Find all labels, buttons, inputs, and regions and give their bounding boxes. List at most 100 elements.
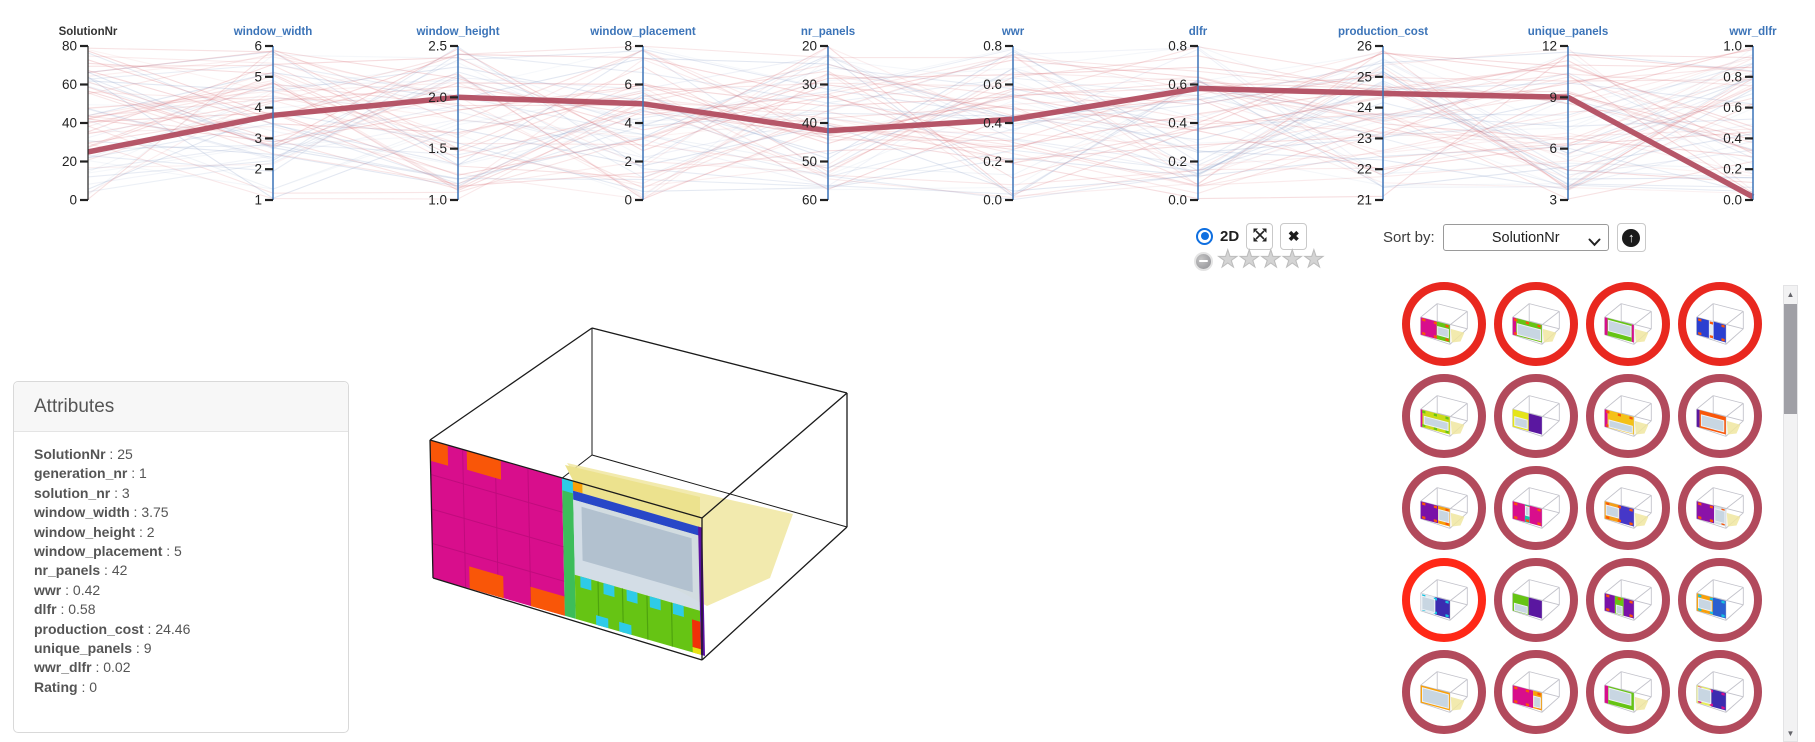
scrollbar-down-arrow[interactable]: ▼ — [1786, 728, 1795, 738]
attribute-label: dlfr — [34, 601, 57, 618]
attribute-value: 42 — [111, 562, 128, 579]
solution-thumbnail-preview — [1512, 395, 1560, 437]
svg-text:0: 0 — [624, 193, 632, 208]
svg-text:window_height: window_height — [415, 26, 499, 38]
solution-thumbnail[interactable] — [1586, 374, 1670, 458]
solution-thumbnail[interactable] — [1586, 466, 1670, 550]
gallery-scrollbar[interactable]: ▲ ▼ — [1783, 285, 1798, 742]
attribute-row: wwr : 0.42 — [34, 581, 101, 598]
attribute-value: 0.42 — [72, 581, 101, 598]
svg-text:23: 23 — [1357, 131, 1372, 146]
svg-text:3: 3 — [254, 131, 262, 146]
solution-thumbnail-preview — [1512, 579, 1560, 621]
attribute-value: 0 — [89, 678, 98, 695]
solution-thumbnail[interactable] — [1586, 650, 1670, 734]
attribute-row: SolutionNr : 25 — [34, 446, 133, 462]
svg-text:0.2: 0.2 — [983, 154, 1002, 169]
star-icon[interactable]: ★ — [1281, 246, 1304, 273]
close-button[interactable]: ✖ — [1280, 222, 1308, 250]
solution-thumbnail[interactable] — [1678, 374, 1762, 458]
attribute-label: unique_panels — [34, 640, 133, 657]
attribute-label: SolutionNr — [34, 446, 106, 462]
svg-text:9: 9 — [1549, 90, 1557, 105]
solution-thumbnail-preview — [1604, 303, 1652, 345]
attribute-label: wwr_dlfr — [34, 659, 92, 676]
svg-text:0.6: 0.6 — [1723, 100, 1742, 115]
solution-thumbnail[interactable] — [1586, 282, 1670, 366]
solution-thumbnail-preview — [1420, 395, 1468, 437]
svg-text:0.6: 0.6 — [983, 77, 1002, 92]
attribute-value: 0.02 — [103, 659, 131, 676]
scrollbar-thumb[interactable] — [1784, 304, 1797, 414]
svg-text:0.4: 0.4 — [1723, 131, 1742, 146]
rating-stars: ★★★★★ — [1217, 247, 1326, 272]
attribute-label: window_placement — [34, 543, 163, 560]
svg-text:window_placement: window_placement — [589, 26, 696, 38]
solution-thumbnail[interactable] — [1586, 558, 1670, 642]
sort-direction-button[interactable]: ↑ — [1616, 223, 1646, 252]
svg-text:60: 60 — [62, 77, 77, 92]
scrollbar-up-arrow[interactable]: ▲ — [1786, 289, 1795, 299]
attribute-row: Rating : 0 — [34, 678, 98, 695]
rating-clear-button[interactable] — [1194, 251, 1213, 271]
chevron-down-icon — [1588, 235, 1601, 251]
fullscreen-button[interactable] — [1246, 222, 1274, 250]
svg-text:0.0: 0.0 — [1168, 193, 1187, 208]
solution-thumbnail[interactable] — [1678, 650, 1762, 734]
solution-thumbnail-preview — [1420, 487, 1468, 529]
svg-text:0.6: 0.6 — [1168, 77, 1187, 92]
svg-text:nr_panels: nr_panels — [801, 26, 855, 38]
solution-thumbnail[interactable] — [1678, 466, 1762, 550]
2d-mode-radio[interactable] — [1196, 227, 1213, 245]
svg-text:2.5: 2.5 — [428, 39, 447, 54]
svg-text:1.0: 1.0 — [1723, 39, 1742, 54]
solution-thumbnail[interactable] — [1494, 374, 1578, 458]
solution-thumbnail[interactable] — [1494, 650, 1578, 734]
solution-thumbnail-preview — [1604, 671, 1652, 713]
solution-thumbnail[interactable] — [1494, 282, 1578, 366]
solution-thumbnail[interactable] — [1402, 374, 1486, 458]
solution-thumbnail[interactable] — [1402, 650, 1486, 734]
arrow-up-circle-icon: ↑ — [1622, 228, 1641, 247]
attribute-value: 3.75 — [141, 504, 169, 521]
solution-thumbnail-preview — [1512, 303, 1560, 345]
svg-text:40: 40 — [802, 116, 817, 131]
solution-thumbnail-preview — [1420, 579, 1468, 621]
solution-thumbnail[interactable] — [1402, 466, 1486, 550]
svg-text:25: 25 — [1357, 69, 1372, 84]
attribute-value: 9 — [143, 640, 152, 657]
solution-thumbnail[interactable] — [1678, 282, 1762, 366]
parallel-coordinates-plot[interactable]: SolutionNr020406080window_width123456win… — [0, 0, 1815, 215]
solution-thumbnail-preview — [1696, 487, 1744, 529]
attribute-row: dlfr : 0.58 — [34, 601, 96, 618]
solution-gallery — [1398, 278, 1768, 738]
attribute-row: nr_panels : 42 — [34, 562, 128, 579]
star-icon[interactable]: ★ — [1303, 246, 1325, 273]
solution-3d-view[interactable] — [400, 290, 870, 690]
svg-text:1: 1 — [254, 193, 262, 208]
attribute-label: production_cost — [34, 620, 144, 637]
attribute-label: nr_panels — [34, 562, 101, 579]
svg-text:3: 3 — [1549, 193, 1557, 208]
star-icon[interactable]: ★ — [1238, 246, 1261, 273]
svg-text:0.8: 0.8 — [1723, 69, 1742, 84]
svg-text:22: 22 — [1357, 162, 1372, 177]
svg-text:0.0: 0.0 — [1723, 193, 1742, 208]
solution-thumbnail[interactable] — [1494, 466, 1578, 550]
sort-select-value: SolutionNr — [1491, 229, 1560, 246]
solution-thumbnail[interactable] — [1494, 558, 1578, 642]
solution-thumbnail[interactable] — [1678, 558, 1762, 642]
solution-thumbnail-preview — [1604, 579, 1652, 621]
attribute-value: 2 — [146, 523, 155, 540]
star-icon[interactable]: ★ — [1217, 246, 1239, 273]
svg-text:20: 20 — [802, 39, 817, 54]
sort-select[interactable]: SolutionNr — [1442, 224, 1609, 251]
solution-thumbnail[interactable] — [1402, 282, 1486, 366]
view-controls: 2D ✖ — [1196, 222, 1308, 250]
solution-thumbnail[interactable] — [1402, 558, 1486, 642]
svg-text:0.8: 0.8 — [983, 39, 1002, 54]
svg-text:dlfr: dlfr — [1189, 26, 1208, 38]
svg-text:1.5: 1.5 — [428, 141, 447, 156]
star-icon[interactable]: ★ — [1260, 246, 1282, 273]
